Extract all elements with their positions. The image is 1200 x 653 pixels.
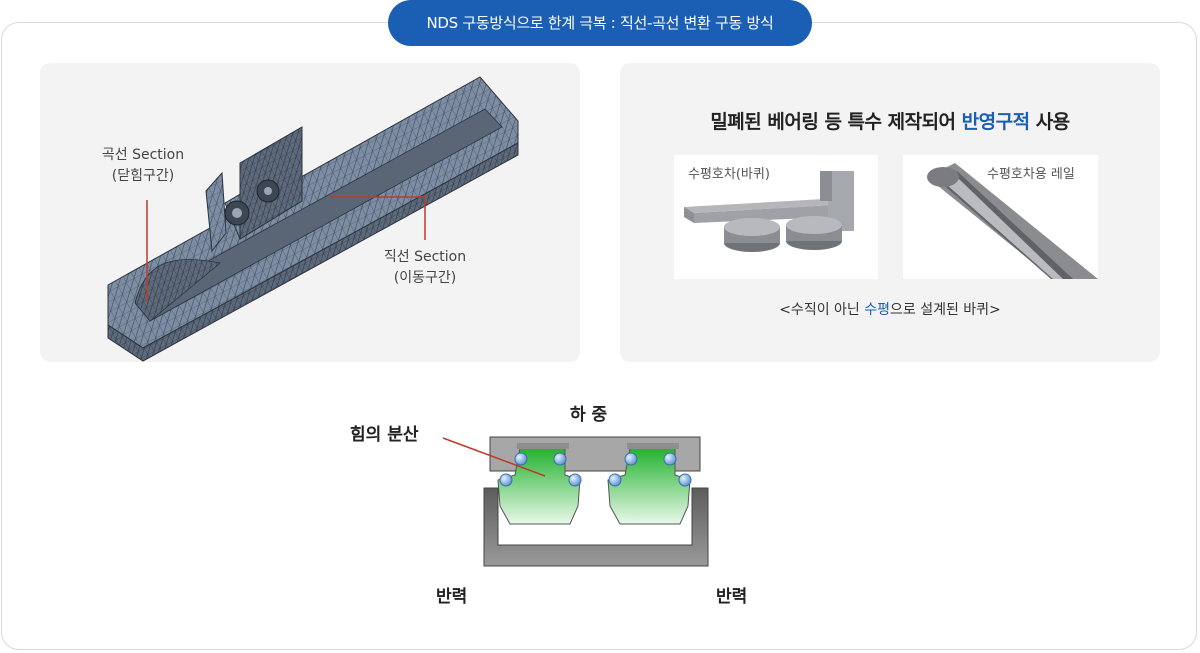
headline-text: 밀폐된 베어링 등 특수 제작되어 (710, 111, 962, 133)
straight-section-subtitle: (이동구간) (393, 270, 457, 286)
section-title-pill: NDS 구동방식으로 한계 극복 : 직선-곡선 변환 구동 방식 (388, 0, 812, 46)
rail-illustration (927, 163, 1098, 279)
force-distribution-label: 힘의 분산 (350, 425, 419, 445)
curve-section-subtitle: (닫힘구간) (111, 168, 175, 184)
wheel-photo-label: 수평호차(바퀴) (688, 167, 770, 182)
rail-photo-label: 수평호차용 레일 (987, 167, 1075, 182)
headline-tail: 사용 (1029, 111, 1070, 133)
straight-section-label: 직선 Section (이동구간) (372, 247, 478, 289)
caption-highlight: 수평 (864, 302, 890, 318)
caption-tail: 으로 설계된 바퀴> (890, 302, 1001, 318)
horizontal-wheel-card: 밀폐된 베어링 등 특수 제작되어 반영구적 사용 수평호차(바퀴) 수평호차용… (620, 63, 1160, 362)
rail-model-card: 곡선 Section (닫힘구간) 직선 Section (이동구간) (40, 63, 580, 362)
wheel-photo: 수평호차(바퀴) (674, 155, 878, 279)
rail-mesh-illustration (107, 76, 519, 362)
rail-photo: 수평호차용 레일 (903, 155, 1098, 279)
curve-section-label: 곡선 Section (닫힘구간) (90, 145, 196, 187)
wheel-caption: <수직이 아닌 수평으로 설계된 바퀴> (620, 299, 1160, 319)
headline-highlight: 반영구적 (961, 111, 1030, 133)
reaction-force-right-label: 반력 (716, 587, 748, 607)
wheel-illustration (684, 171, 854, 252)
reaction-force-left-label: 반력 (436, 587, 468, 607)
load-label: 하 중 (570, 405, 608, 425)
curve-section-title: 곡선 Section (101, 147, 185, 163)
straight-section-title: 직선 Section (383, 249, 467, 265)
caption-text: <수직이 아닌 (779, 302, 865, 318)
bearing-headline: 밀폐된 베어링 등 특수 제작되어 반영구적 사용 (620, 107, 1160, 134)
